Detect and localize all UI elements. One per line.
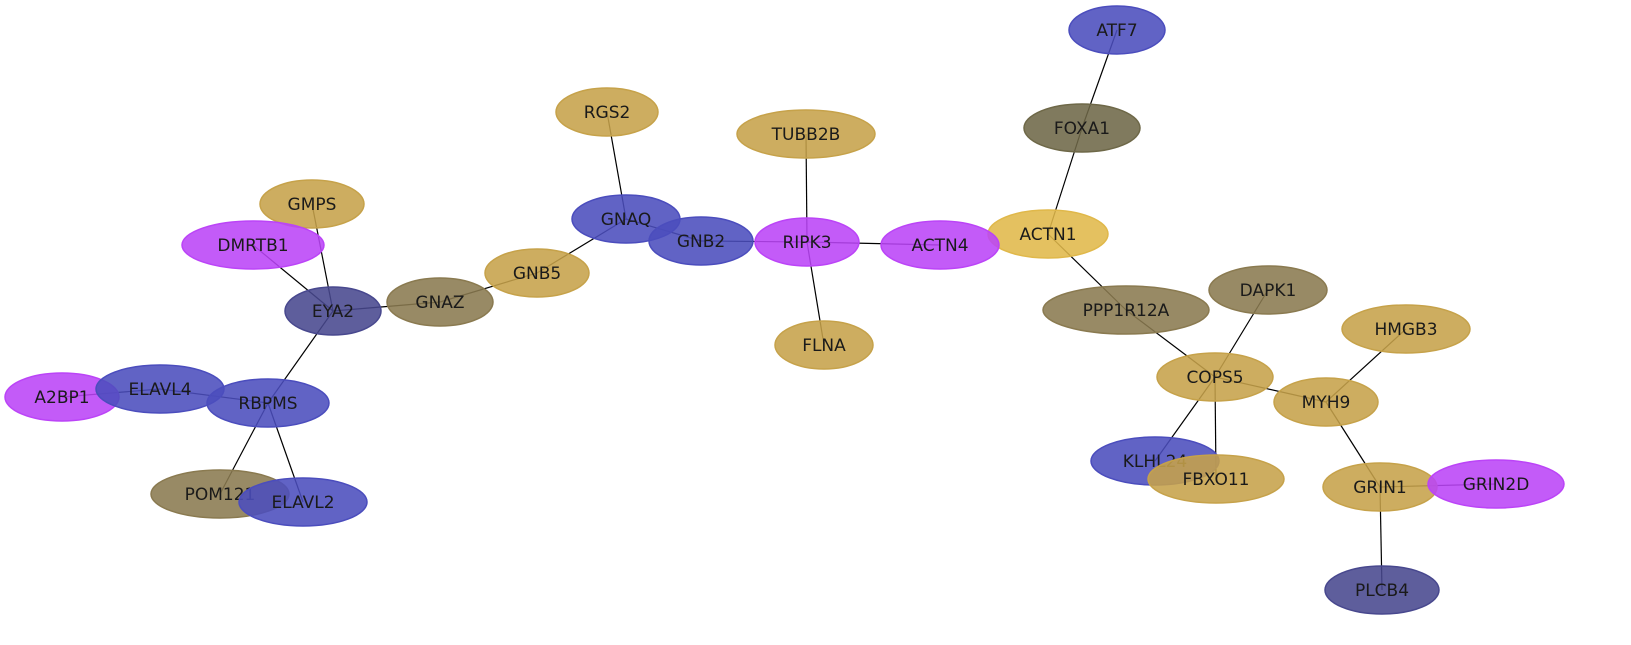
node-tubb2b[interactable]: TUBB2B	[736, 109, 876, 159]
node-eya2[interactable]: EYA2	[284, 286, 382, 336]
node-label: TUBB2B	[771, 125, 841, 145]
node-atf7[interactable]: ATF7	[1068, 5, 1166, 55]
node-ellipse	[1208, 265, 1328, 315]
node-ellipse	[648, 216, 754, 266]
node-label: DAPK1	[1240, 281, 1297, 301]
node-ellipse	[1324, 565, 1440, 615]
node-label: GNB2	[677, 232, 725, 252]
node-label: GNAQ	[601, 210, 652, 230]
node-label: ACTN1	[1019, 225, 1076, 245]
node-label: FLNA	[802, 336, 846, 356]
node-label: GRIN2D	[1463, 475, 1530, 495]
node-ellipse	[880, 220, 1000, 270]
node-label: GMPS	[288, 195, 337, 215]
node-myh9[interactable]: MYH9	[1273, 377, 1379, 427]
node-rbpms[interactable]: RBPMS	[206, 378, 330, 428]
node-ellipse	[1156, 352, 1274, 402]
node-label: EYA2	[312, 302, 354, 322]
node-hmgb3[interactable]: HMGB3	[1341, 304, 1471, 354]
node-ellipse	[238, 477, 368, 527]
node-ppp1r12a[interactable]: PPP1R12A	[1042, 285, 1210, 335]
node-fbxo11[interactable]: FBXO11	[1147, 454, 1285, 504]
node-grin2d[interactable]: GRIN2D	[1427, 459, 1565, 509]
node-label: DMRTB1	[217, 236, 288, 256]
node-label: FOXA1	[1054, 119, 1110, 139]
node-gnaz[interactable]: GNAZ	[386, 277, 494, 327]
node-grin1[interactable]: GRIN1	[1322, 462, 1438, 512]
node-label: PLCB4	[1355, 581, 1409, 601]
node-ellipse	[1273, 377, 1379, 427]
node-ellipse	[555, 87, 659, 137]
node-ellipse	[754, 217, 860, 267]
node-label: GNB5	[513, 264, 561, 284]
node-label: A2BP1	[34, 388, 89, 408]
node-ellipse	[1427, 459, 1565, 509]
node-ellipse	[1147, 454, 1285, 504]
node-ellipse	[181, 220, 325, 270]
node-actn1[interactable]: ACTN1	[987, 209, 1109, 259]
node-flna[interactable]: FLNA	[774, 320, 874, 370]
node-label: ACTN4	[911, 236, 968, 256]
node-ellipse	[1341, 304, 1471, 354]
node-actn4[interactable]: ACTN4	[880, 220, 1000, 270]
node-gmps[interactable]: GMPS	[259, 179, 365, 229]
node-ellipse	[1042, 285, 1210, 335]
node-label: RIPK3	[782, 233, 831, 253]
node-ellipse	[1023, 103, 1141, 153]
node-elavl4[interactable]: ELAVL4	[95, 364, 225, 414]
node-label: ATF7	[1096, 21, 1137, 41]
node-ellipse	[736, 109, 876, 159]
node-label: FBXO11	[1182, 470, 1249, 490]
node-label: PPP1R12A	[1083, 301, 1170, 321]
node-label: RGS2	[584, 103, 631, 123]
node-label: ELAVL2	[271, 493, 334, 513]
node-plcb4[interactable]: PLCB4	[1324, 565, 1440, 615]
node-label: RBPMS	[238, 394, 297, 414]
node-foxa1[interactable]: FOXA1	[1023, 103, 1141, 153]
node-dmrtb1[interactable]: DMRTB1	[181, 220, 325, 270]
node-rgs2[interactable]: RGS2	[555, 87, 659, 137]
node-label: MYH9	[1302, 393, 1351, 413]
node-cops5[interactable]: COPS5	[1156, 352, 1274, 402]
node-ripk3[interactable]: RIPK3	[754, 217, 860, 267]
node-label: COPS5	[1186, 368, 1243, 388]
node-gnb2[interactable]: GNB2	[648, 216, 754, 266]
node-label: HMGB3	[1374, 320, 1437, 340]
node-elavl2[interactable]: ELAVL2	[238, 477, 368, 527]
node-ellipse	[484, 248, 590, 298]
node-dapk1[interactable]: DAPK1	[1208, 265, 1328, 315]
node-ellipse	[774, 320, 874, 370]
node-ellipse	[386, 277, 494, 327]
node-label: GRIN1	[1353, 478, 1407, 498]
node-ellipse	[206, 378, 330, 428]
node-label: ELAVL4	[128, 380, 191, 400]
node-gnb5[interactable]: GNB5	[484, 248, 590, 298]
node-ellipse	[1068, 5, 1166, 55]
node-label: GNAZ	[415, 293, 464, 313]
node-ellipse	[259, 179, 365, 229]
node-ellipse	[284, 286, 382, 336]
node-label: POM121	[185, 485, 256, 505]
